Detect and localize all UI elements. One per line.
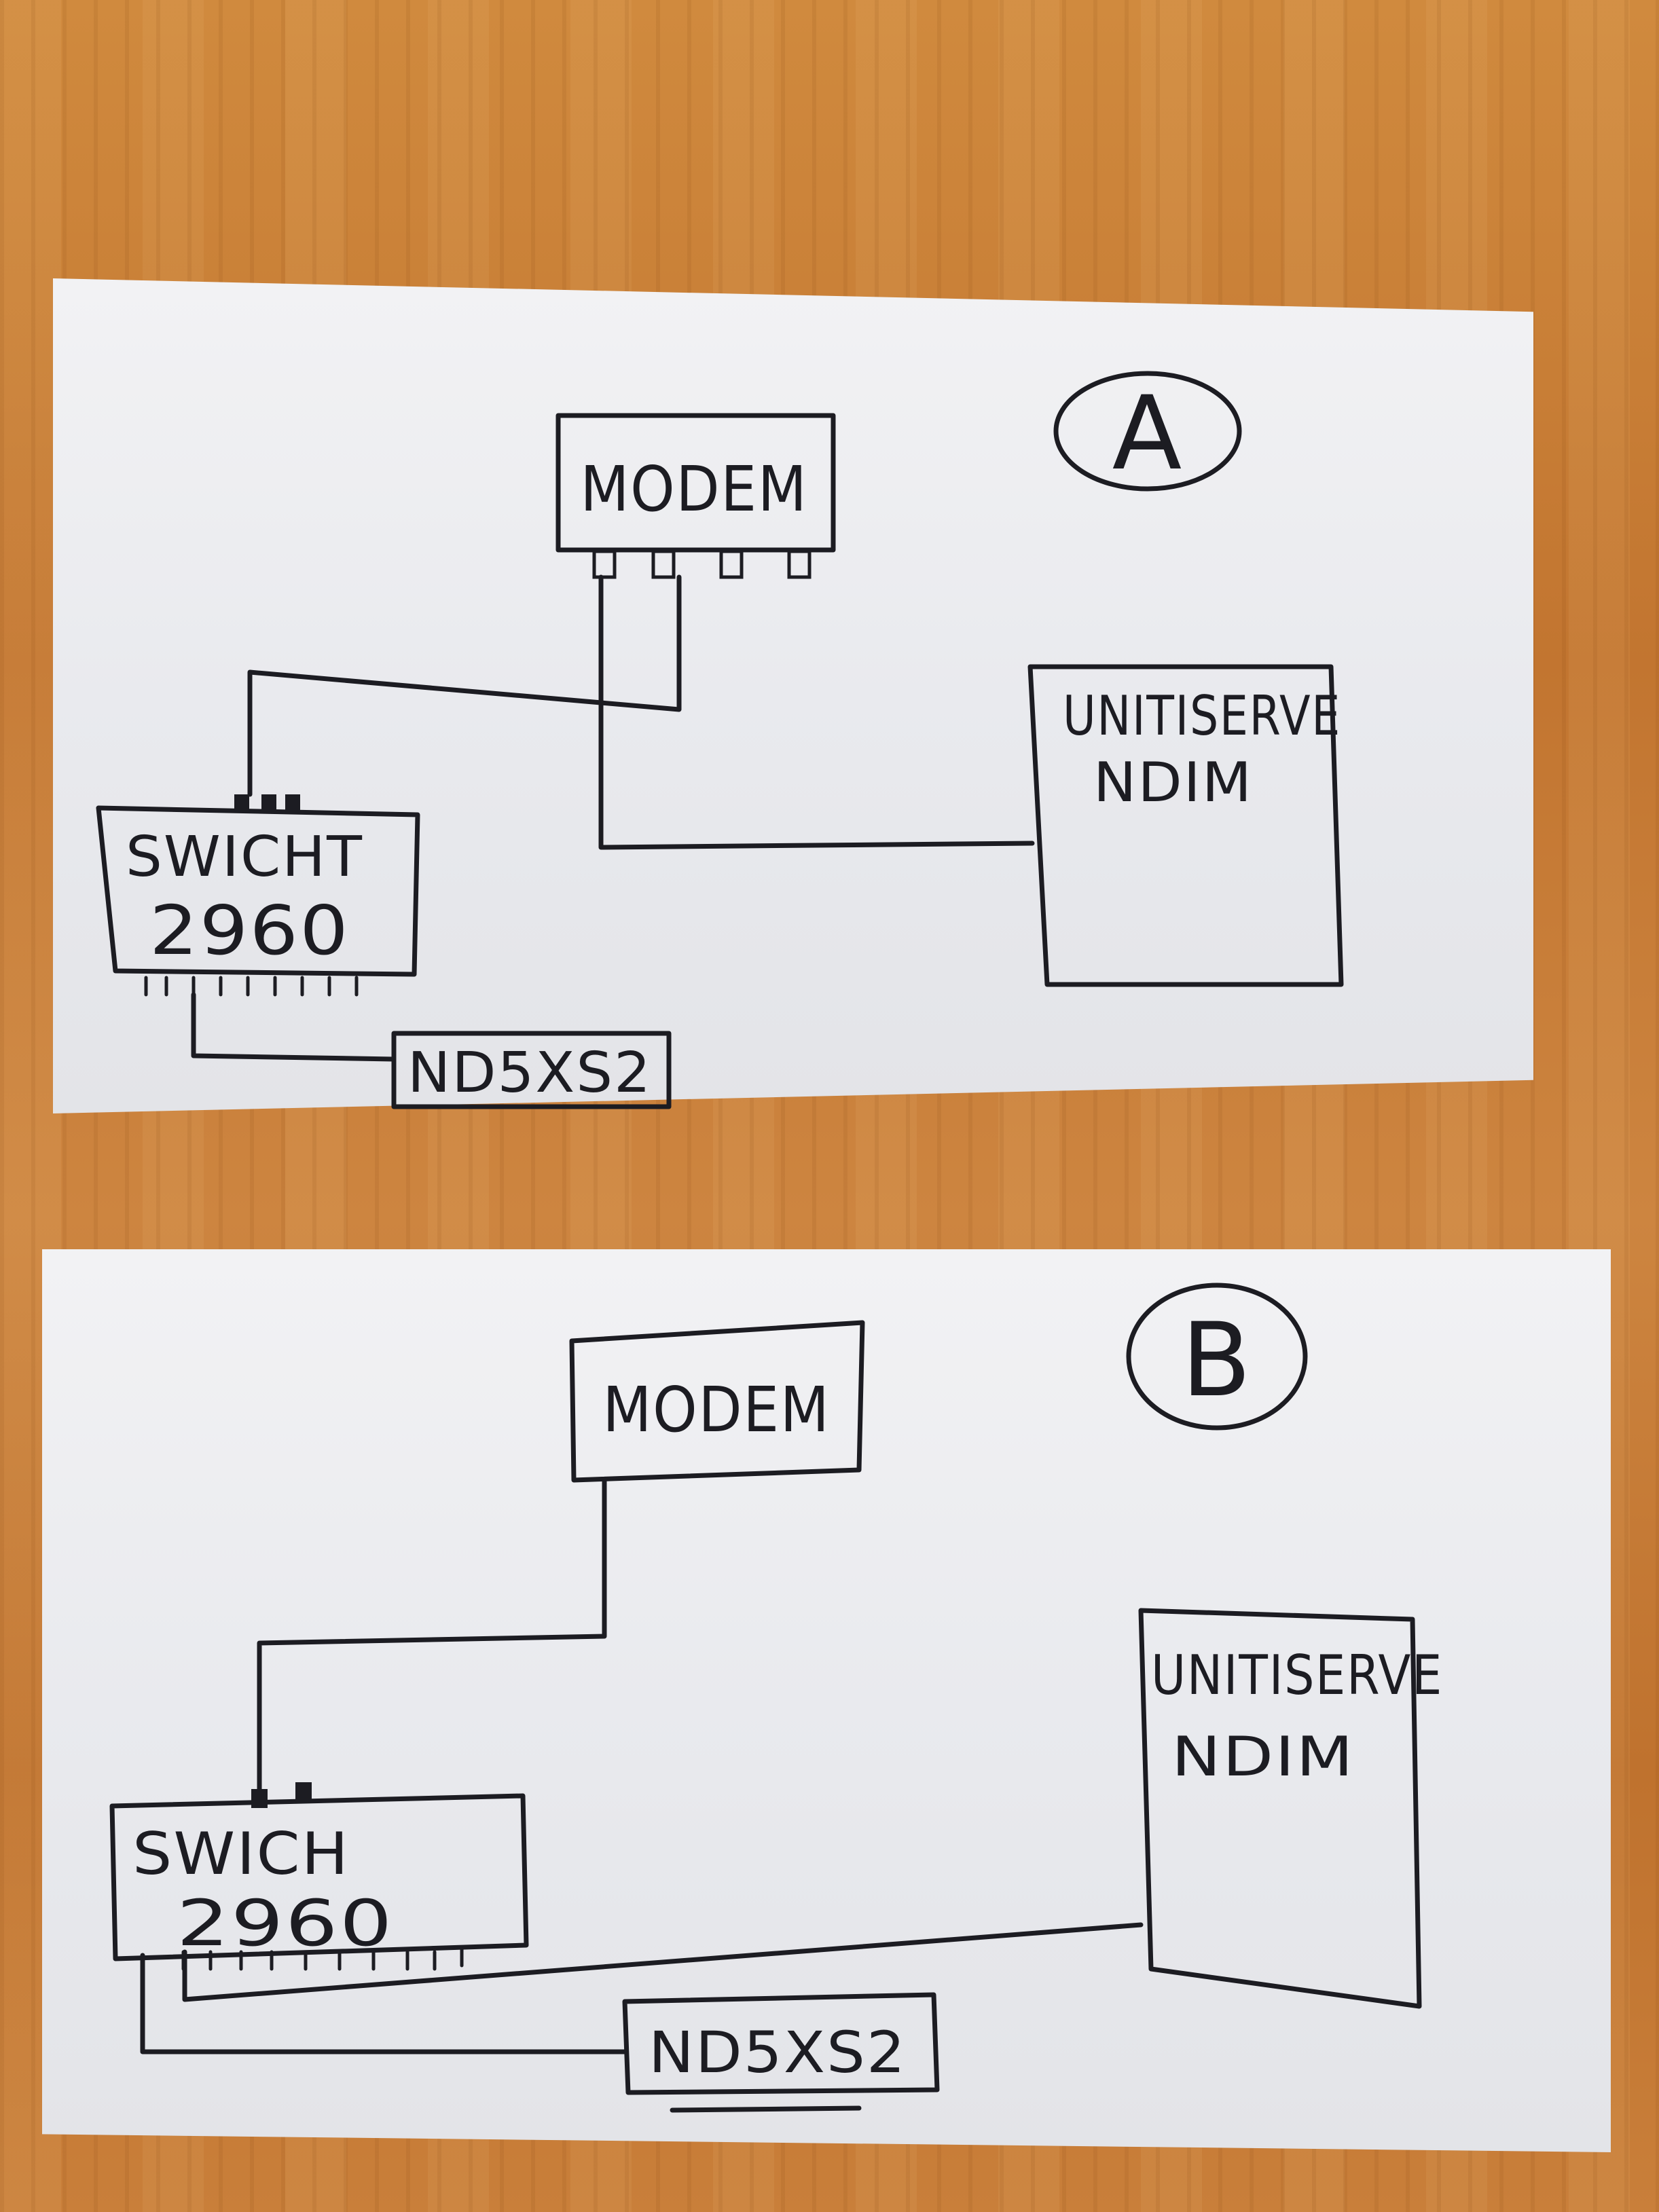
diagram-a-modem: MODEM (555, 413, 836, 579)
diagram-a: A MODEM UNITISERVE NDIM SWICHT 2960 (96, 371, 1344, 1109)
modem-port-3 (719, 549, 744, 579)
diagram-a-server-label-1: UNITISERVE (1063, 684, 1341, 748)
cable-switch-to-server-b (182, 1922, 1144, 2002)
diagram-a-switch: SWICHT 2960 (96, 794, 420, 997)
diagram-b-server: UNITISERVE NDIM (1138, 1608, 1443, 2009)
diagram-b-player: ND5XS2 (622, 1992, 940, 2113)
diagram-a-player: ND5XS2 (391, 1031, 672, 1109)
diagram-b-switch-label-1: SWICH (132, 1820, 350, 1888)
diagram-b-server-label-1: UNITISERVE (1151, 1644, 1443, 1707)
diagram-a-player-label: ND5XS2 (407, 1041, 652, 1105)
diagram-a-switch-label-1: SWICHT (126, 825, 363, 889)
modem-port-4 (787, 549, 812, 579)
cable-modem-to-server-a (598, 574, 1035, 850)
diagram-b-modem-label: MODEM (603, 1374, 831, 1446)
diagram-a-cables (191, 574, 1035, 1062)
cable-modem-to-switch-b (257, 1477, 607, 1792)
cable-switch-to-player-a (191, 992, 397, 1062)
diagram-a-tag-label: A (1112, 375, 1184, 493)
diagram-a-tag: A (1053, 371, 1242, 493)
diagram-b-switch-ports (181, 1947, 464, 1971)
diagram-b: B MODEM UNITISERVE NDIM SWICH 2960 (109, 1283, 1443, 2113)
diagram-a-switch-ports (144, 976, 359, 997)
diagram-b-server-label-2: NDIM (1171, 1725, 1355, 1788)
diagram-b-tag-label: B (1182, 1302, 1253, 1420)
diagram-a-modem-label: MODEM (581, 453, 808, 526)
diagram-b-switch: SWICH 2960 (109, 1782, 529, 1971)
modem-port-1 (592, 549, 617, 579)
diagram-a-server-label-2: NDIM (1093, 751, 1253, 814)
diagram-a-server: UNITISERVE NDIM (1027, 664, 1344, 987)
modem-port-2 (651, 549, 676, 579)
diagram-card-b (42, 1249, 1611, 2152)
cable-switch-to-player-b (140, 1953, 627, 2054)
cable-modem-to-switch-a (247, 574, 682, 797)
diagram-a-switch-label-2: 2960 (149, 891, 350, 970)
diagram-b-modem: MODEM (569, 1320, 865, 1483)
diagram-b-cables (140, 1477, 1144, 2054)
diagram-b-switch-label-2: 2960 (177, 1887, 394, 1961)
diagram-b-tag: B (1126, 1283, 1308, 1431)
diagram-b-player-label: ND5XS2 (649, 2019, 907, 2086)
